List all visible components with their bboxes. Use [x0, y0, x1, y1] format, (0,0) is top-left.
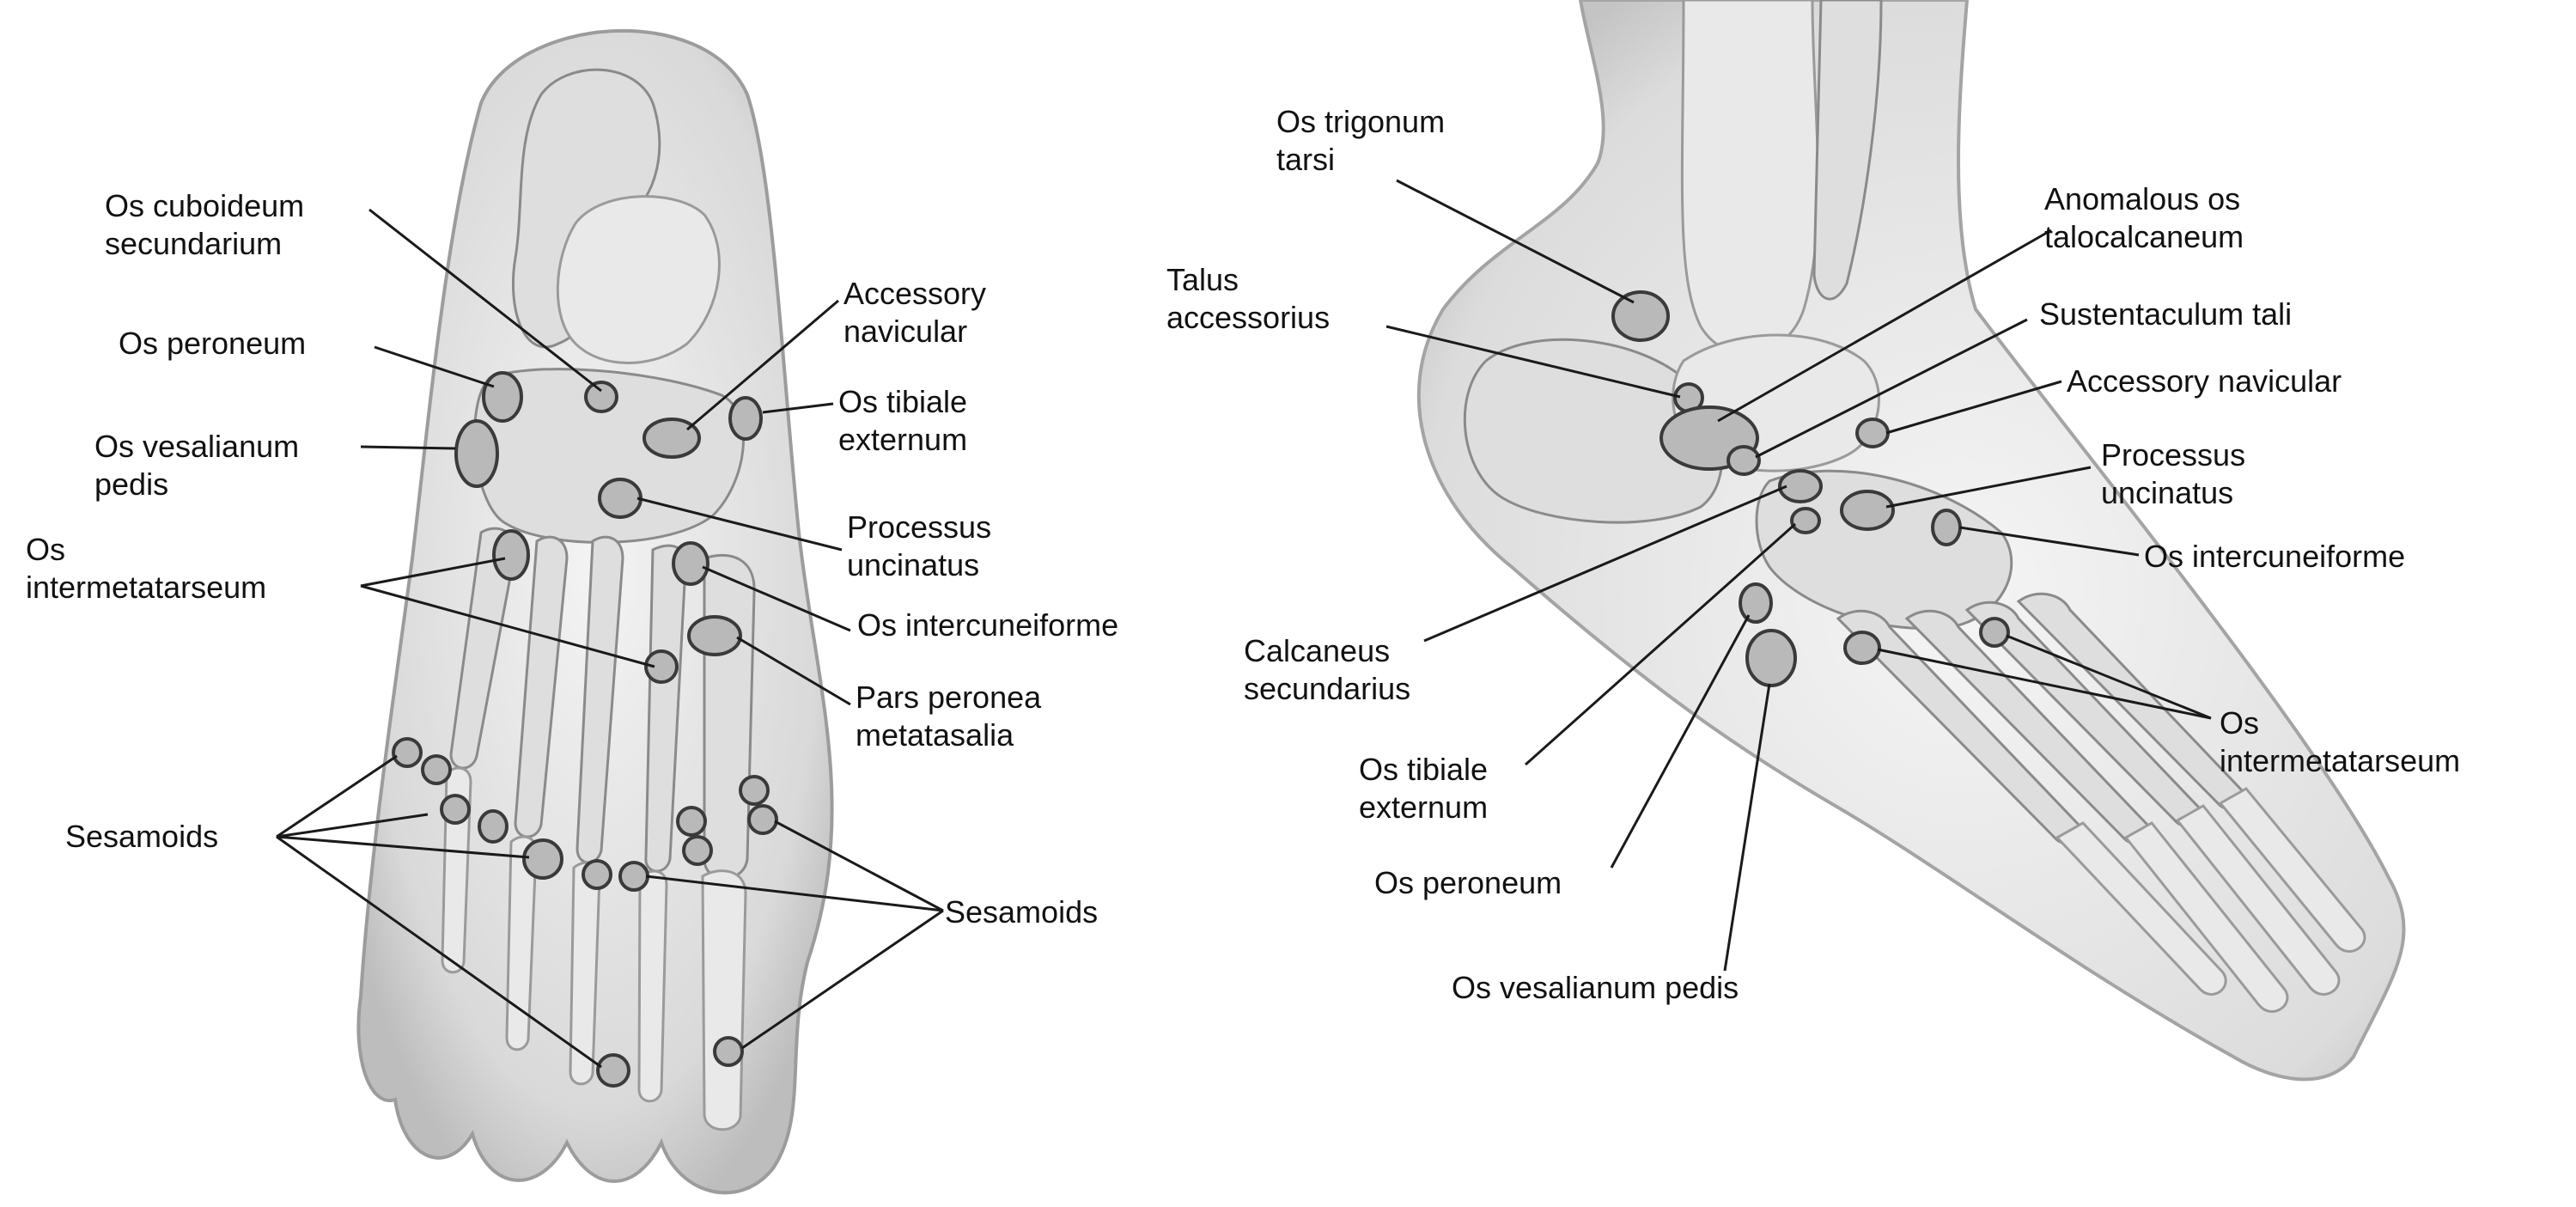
label-sesamoids-right: Sesamoids [945, 894, 1099, 930]
label-anomalous-os-talocalcaneum: Anomalous os talocalcaneum [2044, 181, 2244, 254]
label-os-tibiale-externum-left: Os tibiale externum [838, 384, 968, 457]
label-os-cuboideum-secundarium: Os cuboideum secundarium [105, 188, 305, 261]
label-os-peroneum-left: Os peroneum [119, 326, 307, 361]
left-leader-lines [276, 208, 944, 1069]
label-sesamoids-left: Sesamoids [65, 819, 219, 854]
left-accessory-ossicles [392, 371, 778, 1088]
label-talus-accessorius: Talus accessorius [1166, 262, 1331, 335]
right-leader-lines [1385, 179, 2212, 972]
label-os-intermetatarseum-right: Os intermetatarseum [2220, 705, 2461, 778]
label-pars-peronea-metatasalia: Pars peronea metatasalia [856, 680, 1042, 753]
label-os-intercuneiforme-left: Os intercuneiforme [857, 607, 1119, 643]
label-processus-uncinatus-right: Processus uncinatus [2101, 437, 2246, 510]
label-os-intermetatarseum-left: Os intermetatarseum [26, 532, 267, 605]
label-os-peroneum-right: Os peroneum [1374, 865, 1562, 900]
right-tibia [1680, 0, 1820, 356]
left-foot-illustration [276, 28, 944, 1195]
left-talus [556, 195, 721, 364]
left-tarsals [473, 368, 745, 544]
label-sustentaculum-tali: Sustentaculum tali [2039, 296, 2293, 332]
label-accessory-navicular-right: Accessory navicular [2067, 363, 2342, 399]
label-calcaneus-secundarius: Calcaneus secundarius [1244, 633, 1411, 706]
label-os-tibiale-externum-right: Os tibiale externum [1359, 752, 1489, 825]
right-calcaneus [1463, 338, 1724, 524]
label-os-vesalianum-pedis-left: Os vesalianum pedis [94, 429, 300, 502]
right-fibula [1812, 0, 1883, 301]
label-os-intercuneiforme-right: Os intercuneiforme [2144, 539, 2406, 574]
right-phalanges [2055, 787, 2366, 1013]
label-processus-uncinatus-left: Processus uncinatus [847, 509, 992, 582]
right-foot-illustration [1385, 0, 2406, 1082]
label-os-trigonum-tarsi: Os trigonum tarsi [1276, 104, 1446, 177]
label-os-vesalianum-pedis-right: Os vesalianum pedis [1452, 970, 1739, 1005]
label-accessory-navicular-left: Accessory navicular [843, 276, 987, 349]
